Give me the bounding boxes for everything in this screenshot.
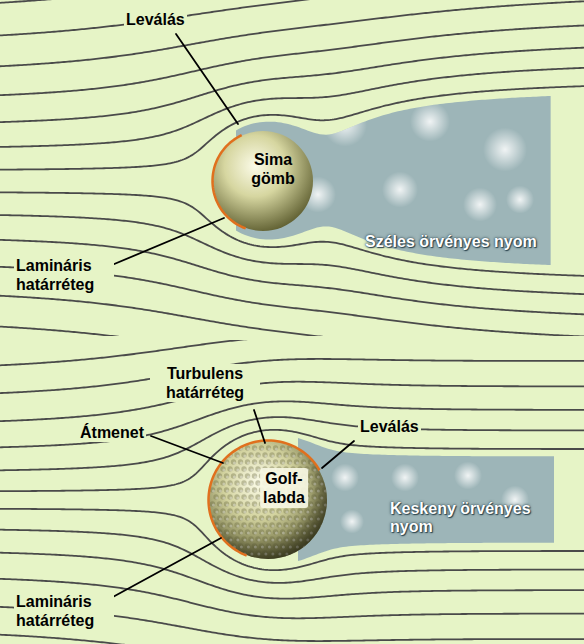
leader-line (100, 218, 224, 270)
streamline (0, 1, 584, 66)
callout-label: Lamináris határréteg (14, 256, 114, 294)
sphere-body (213, 131, 313, 231)
golf-ball: Golf-labda (205, 437, 331, 563)
wake-region (298, 438, 554, 561)
vortex (483, 128, 527, 172)
streamline (0, 401, 584, 447)
streamline (0, 340, 584, 365)
text-holder: Golf-labda (260, 468, 308, 508)
vortex (323, 103, 367, 147)
callout-label: Átmenet (78, 423, 146, 442)
streamline (0, 296, 584, 336)
callout-label: Leválás (358, 417, 421, 436)
callout-label: Turbulens határréteg (150, 364, 260, 402)
callout-label: Lamináris határréteg (14, 592, 114, 630)
vortex (326, 248, 354, 266)
label-holder: Leválás (358, 417, 421, 436)
narrow-wake: Keskeny örvényes nyom (298, 438, 554, 561)
ball-shading (209, 441, 327, 559)
label-holder: Lamináris határréteg (14, 592, 114, 630)
label-holder: Leválás (124, 10, 187, 29)
streamlines (0, 340, 584, 644)
vortex (340, 510, 364, 534)
leader-line (151, 436, 223, 463)
leader-line (100, 538, 221, 604)
vortex (331, 464, 359, 492)
vortex (382, 172, 418, 208)
node-text: Golf-labda (260, 468, 308, 508)
streamline (0, 359, 584, 393)
sphere-body (209, 441, 327, 559)
boundary-layer (209, 441, 320, 556)
label-holder: Lamináris határréteg (14, 256, 114, 294)
text-holder: Sima gömb (251, 150, 295, 188)
streamline (0, 635, 584, 644)
label-holder: Turbulens határréteg (150, 364, 260, 402)
streamline (0, 327, 584, 336)
vortex (454, 462, 482, 490)
text-holder: Keskeny örvényes nyom (390, 500, 540, 536)
streamlines (0, 0, 584, 336)
vortex (300, 177, 336, 213)
leader-line (176, 34, 238, 124)
vortex (391, 464, 419, 492)
boundary-layer (213, 135, 246, 228)
callout-label: Leválás (124, 10, 187, 29)
streamline (0, 0, 584, 3)
node-text: Keskeny örvényes nyom (390, 500, 540, 536)
label-holder: Átmenet (78, 423, 146, 442)
vortex (463, 188, 497, 222)
leader-line (322, 441, 354, 468)
leader-line (254, 410, 265, 443)
node-text: Sima gömb (251, 150, 295, 188)
streamline (0, 0, 584, 35)
node-text: Széles örvényes nyom (365, 233, 537, 251)
smooth-sphere: Sima gömb (209, 127, 317, 235)
vortex (506, 186, 534, 214)
wake-region (236, 96, 551, 265)
vortex (410, 102, 450, 142)
text-holder: Széles örvényes nyom (365, 233, 537, 251)
